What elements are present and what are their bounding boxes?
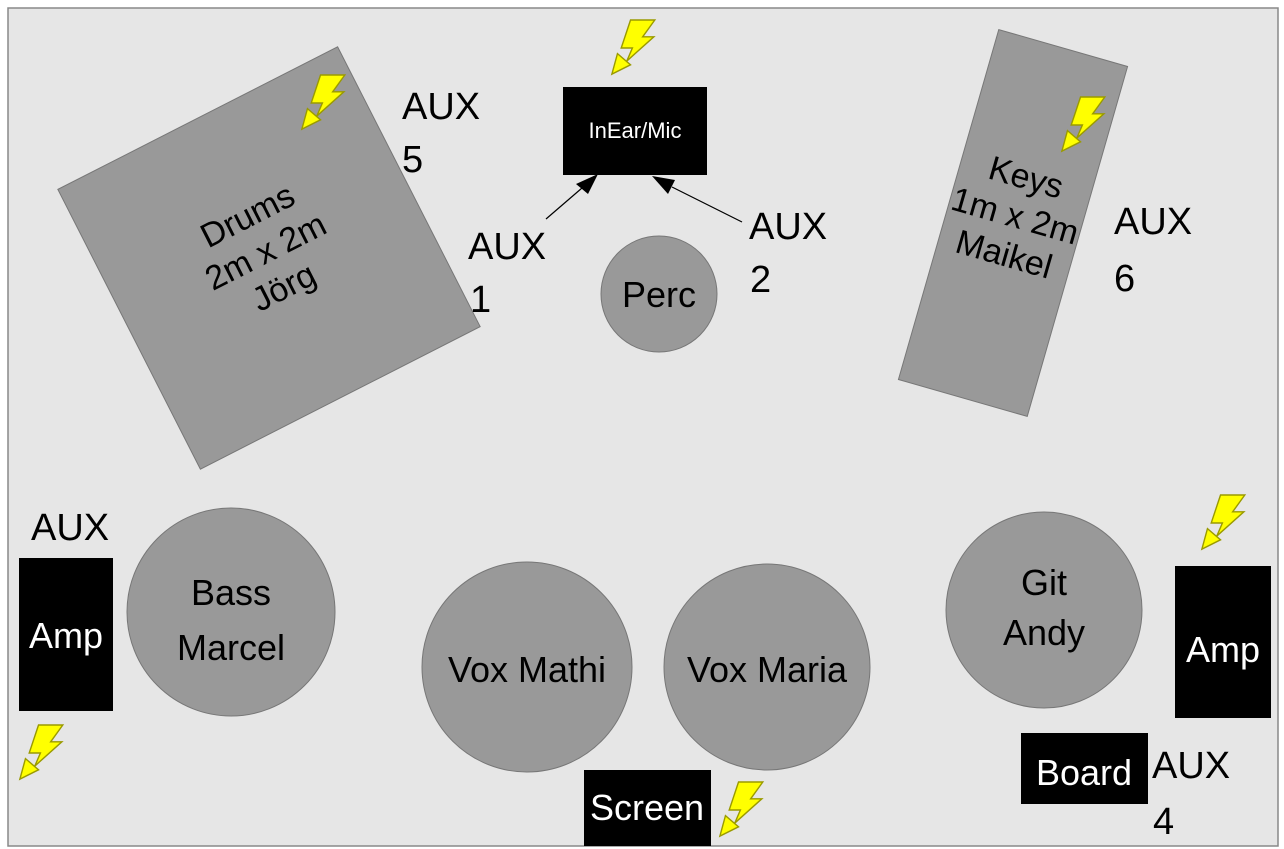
amp-right: Amp — [1175, 566, 1271, 718]
aux-left-text: AUX — [31, 507, 109, 549]
aux6-label: AUX 6 — [1114, 201, 1192, 300]
screen-label: Screen — [590, 787, 704, 828]
amp-left: Amp — [19, 558, 113, 711]
board-label: Board — [1036, 752, 1132, 793]
aux6-text: AUX — [1114, 201, 1192, 243]
aux1-arrow — [545, 174, 598, 220]
bass-player: Marcel — [177, 627, 285, 668]
aux5-number: 5 — [402, 139, 423, 181]
amp-left-label: Amp — [29, 615, 103, 656]
vox-maria-position: Vox Maria — [663, 563, 871, 771]
inear-mic-box: InEar/Mic — [563, 87, 707, 175]
bass-label: Bass — [191, 572, 271, 613]
bass-position: Bass Marcel — [126, 507, 336, 717]
aux1-text: AUX — [468, 226, 546, 268]
aux6-number: 6 — [1114, 258, 1135, 300]
aux1-number: 1 — [470, 279, 491, 321]
aux5-text: AUX — [402, 86, 480, 128]
keys-riser: Keys 1m x 2m Maikel — [897, 28, 1129, 418]
aux1-label: AUX 1 — [468, 226, 546, 321]
drums-riser: Drums 2m x 2m Jörg — [57, 46, 481, 470]
guitar-label: Git — [1021, 562, 1067, 603]
aux2-label: AUX 2 — [749, 206, 827, 301]
aux-left-label: AUX — [31, 507, 109, 549]
aux2-number: 2 — [750, 259, 771, 301]
aux4-number: 4 — [1153, 801, 1174, 843]
vox-mathi-position: Vox Mathi — [421, 561, 633, 773]
aux5-label: AUX 5 — [402, 86, 480, 181]
inear-mic-label: InEar/Mic — [589, 118, 682, 143]
perc-position: Perc — [600, 235, 718, 353]
aux4-text: AUX — [1152, 745, 1230, 787]
screen-box: Screen — [584, 770, 711, 846]
board-box: Board — [1021, 733, 1148, 804]
perc-label: Perc — [622, 274, 696, 315]
aux2-arrow — [652, 176, 743, 223]
guitar-position: Git Andy — [945, 511, 1143, 709]
amp-right-label: Amp — [1186, 629, 1260, 670]
aux2-text: AUX — [749, 206, 827, 248]
vox-mathi-label: Vox Mathi — [448, 649, 606, 690]
aux4-label: AUX 4 — [1152, 745, 1230, 843]
guitar-player: Andy — [1003, 612, 1085, 653]
vox-maria-label: Vox Maria — [687, 649, 848, 690]
